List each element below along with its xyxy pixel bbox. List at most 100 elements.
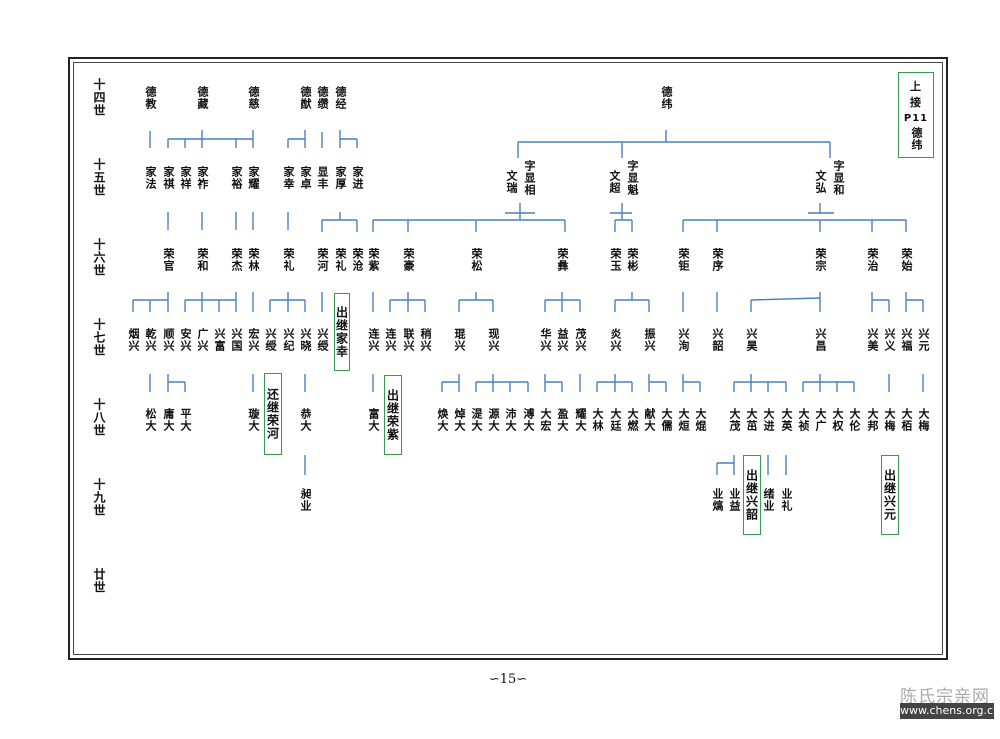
person-gen15: 家幸: [282, 166, 295, 190]
person-gen18: 大梅: [883, 408, 896, 432]
person-gen16: 荣礼: [282, 248, 295, 272]
person-gen17: 振兴: [643, 328, 656, 352]
person-gen18: 盈大: [556, 408, 569, 432]
person-gen18: 大伦: [848, 408, 861, 432]
adoption-note-box: 还继荣河: [264, 373, 282, 455]
person-gen16: 荣彬: [626, 248, 639, 272]
person-gen16: 荣豪: [402, 248, 415, 272]
person-gen19: 绪业: [762, 488, 775, 512]
person-gen17: 连兴: [367, 328, 380, 352]
person-gen18: 大梅: [917, 408, 930, 432]
person-gen14: 德猷: [299, 86, 312, 110]
person-gen18: 大邦: [866, 408, 879, 432]
person-gen18: 湜大: [470, 408, 483, 432]
person-gen16: 荣宗: [814, 248, 827, 272]
person-gen18: 庸大: [162, 408, 175, 432]
person-gen18: 大燃: [626, 408, 639, 432]
person-gen19: 业礼: [780, 488, 793, 512]
person-gen16: 荣玉: [609, 248, 622, 272]
person-gen18: 大祯: [797, 408, 810, 432]
person-gen18: 焕大: [436, 408, 449, 432]
person-gen18: 大进: [762, 408, 775, 432]
person-gen17: 宏兴: [247, 328, 260, 352]
adoption-note: 出继荣紫: [385, 389, 400, 441]
person-gen19: 昶业: [299, 488, 312, 512]
person-gen17: 兴国: [230, 328, 243, 352]
adoption-note: 出继兴韶: [744, 469, 759, 521]
person-gen18: 恭大: [299, 408, 312, 432]
person-gen17: 乾兴: [144, 328, 157, 352]
person-gen18: 献大: [643, 408, 656, 432]
ref-line: 上: [910, 80, 922, 93]
person-gen17: 兴昊: [745, 328, 758, 352]
person-gen16: 荣林: [247, 248, 260, 272]
person-gen17: 兴义: [883, 328, 896, 352]
person-gen17: 兴绶: [316, 328, 329, 352]
person-gen14: 德教: [144, 86, 157, 110]
person-gen18: 平大: [179, 408, 192, 432]
person-gen17: 兴纪: [282, 328, 295, 352]
person-gen15: 家祥: [179, 166, 192, 190]
person-gen15: 文弘: [814, 170, 827, 194]
ref-line: 德纬: [910, 127, 923, 151]
person-gen16: 荣河: [316, 248, 329, 272]
page-frame-inner: [73, 62, 943, 655]
person-gen16: 荣松: [470, 248, 483, 272]
person-gen14: 德慈: [247, 86, 260, 110]
adoption-note-box: 出继兴元: [881, 455, 899, 535]
person-gen17: 兴韶: [711, 328, 724, 352]
person-gen18: 大栢: [900, 408, 913, 432]
person-gen18: 大广: [814, 408, 827, 432]
person-gen17: 广兴: [196, 328, 209, 352]
person-gen18: 璇大: [247, 408, 260, 432]
watermark-title: 陈氏宗亲网: [900, 687, 990, 707]
person-gen16: 荣官: [162, 248, 175, 272]
person-gen17: 稍兴: [419, 328, 432, 352]
watermark-url: www.chens.org.cn: [900, 703, 1000, 719]
person-gen17: 兴绶: [264, 328, 277, 352]
adoption-note: 出继家幸: [334, 306, 349, 358]
person-gen18: 沛大: [504, 408, 517, 432]
person-gen17: 兴福: [900, 328, 913, 352]
person-gen18: 大英: [780, 408, 793, 432]
adoption-note: 出继兴元: [882, 469, 897, 521]
gen-label-19: 十九世: [92, 478, 106, 517]
person-gen17: 兴富: [213, 328, 226, 352]
person-gen18: 大烜: [677, 408, 690, 432]
page-frame-outer: [68, 57, 948, 660]
courtesy-name: 字显相: [523, 160, 536, 196]
gen-label-16: 十六世: [92, 238, 106, 277]
person-gen17: 安兴: [179, 328, 192, 352]
person-gen19: 业熇: [711, 488, 724, 512]
reference-box: 上 接 P11 德纬: [898, 72, 934, 158]
person-gen17: 茂兴: [574, 328, 587, 352]
person-gen17: 顺兴: [162, 328, 175, 352]
gen-label-14: 十四世: [92, 78, 106, 117]
ref-line: 接: [910, 96, 922, 109]
person-gen18: 焯大: [453, 408, 466, 432]
person-gen15: 家法: [144, 166, 157, 190]
adoption-note-box: 出继荣紫: [384, 375, 402, 455]
person-gen16: 荣和: [196, 248, 209, 272]
person-gen17: 烟兴: [127, 328, 140, 352]
person-gen17: 炎兴: [609, 328, 622, 352]
person-gen15: 家祺: [162, 166, 175, 190]
person-gen17: 兴美: [866, 328, 879, 352]
person-gen18: 大茂: [728, 408, 741, 432]
person-gen18: 溥大: [522, 408, 535, 432]
person-gen15: 文瑞: [505, 170, 518, 194]
courtesy-name: 字显魁: [626, 160, 639, 196]
person-gen18: 耀大: [574, 408, 587, 432]
person-gen17: 兴元: [917, 328, 930, 352]
person-gen16: 荣沧: [351, 248, 364, 272]
adoption-note-box: 出继家幸: [334, 293, 350, 371]
adoption-note-box: 出继兴韶: [743, 455, 761, 535]
person-gen17: 连兴: [384, 328, 397, 352]
person-gen18: 大宏: [539, 408, 552, 432]
person-gen15: 文超: [608, 170, 621, 194]
person-gen18: 源大: [487, 408, 500, 432]
person-gen18: 大焜: [694, 408, 707, 432]
ref-line: P11: [903, 113, 929, 124]
person-gen18: 松大: [144, 408, 157, 432]
person-gen15: 家祚: [196, 166, 209, 190]
